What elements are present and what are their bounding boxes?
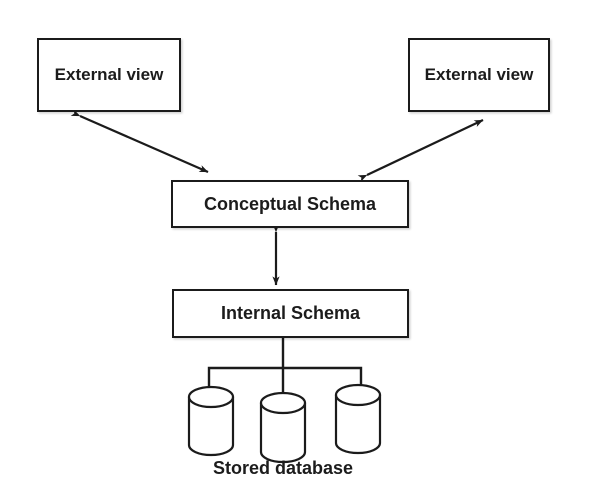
edge-external-right-conceptual — [357, 119, 484, 182]
node-conceptual-schema: Conceptual Schema — [171, 180, 409, 228]
node-internal-schema: Internal Schema — [172, 289, 409, 338]
node-external-view-right-label: External view — [424, 65, 534, 84]
stored-database-caption: Stored database — [212, 458, 354, 478]
node-external-view-right: External view — [408, 38, 550, 112]
database-cylinder-right — [334, 383, 382, 455]
database-cylinder-middle — [259, 391, 307, 464]
database-cylinder-left — [187, 385, 235, 457]
edge-db-branch-bar — [207, 366, 363, 389]
node-internal-schema-label: Internal Schema — [220, 303, 361, 323]
node-conceptual-schema-label: Conceptual Schema — [203, 193, 377, 214]
node-external-view-left: External view — [37, 38, 181, 112]
node-external-view-left-label: External view — [54, 65, 164, 84]
edge-external-left-conceptual — [70, 109, 209, 174]
